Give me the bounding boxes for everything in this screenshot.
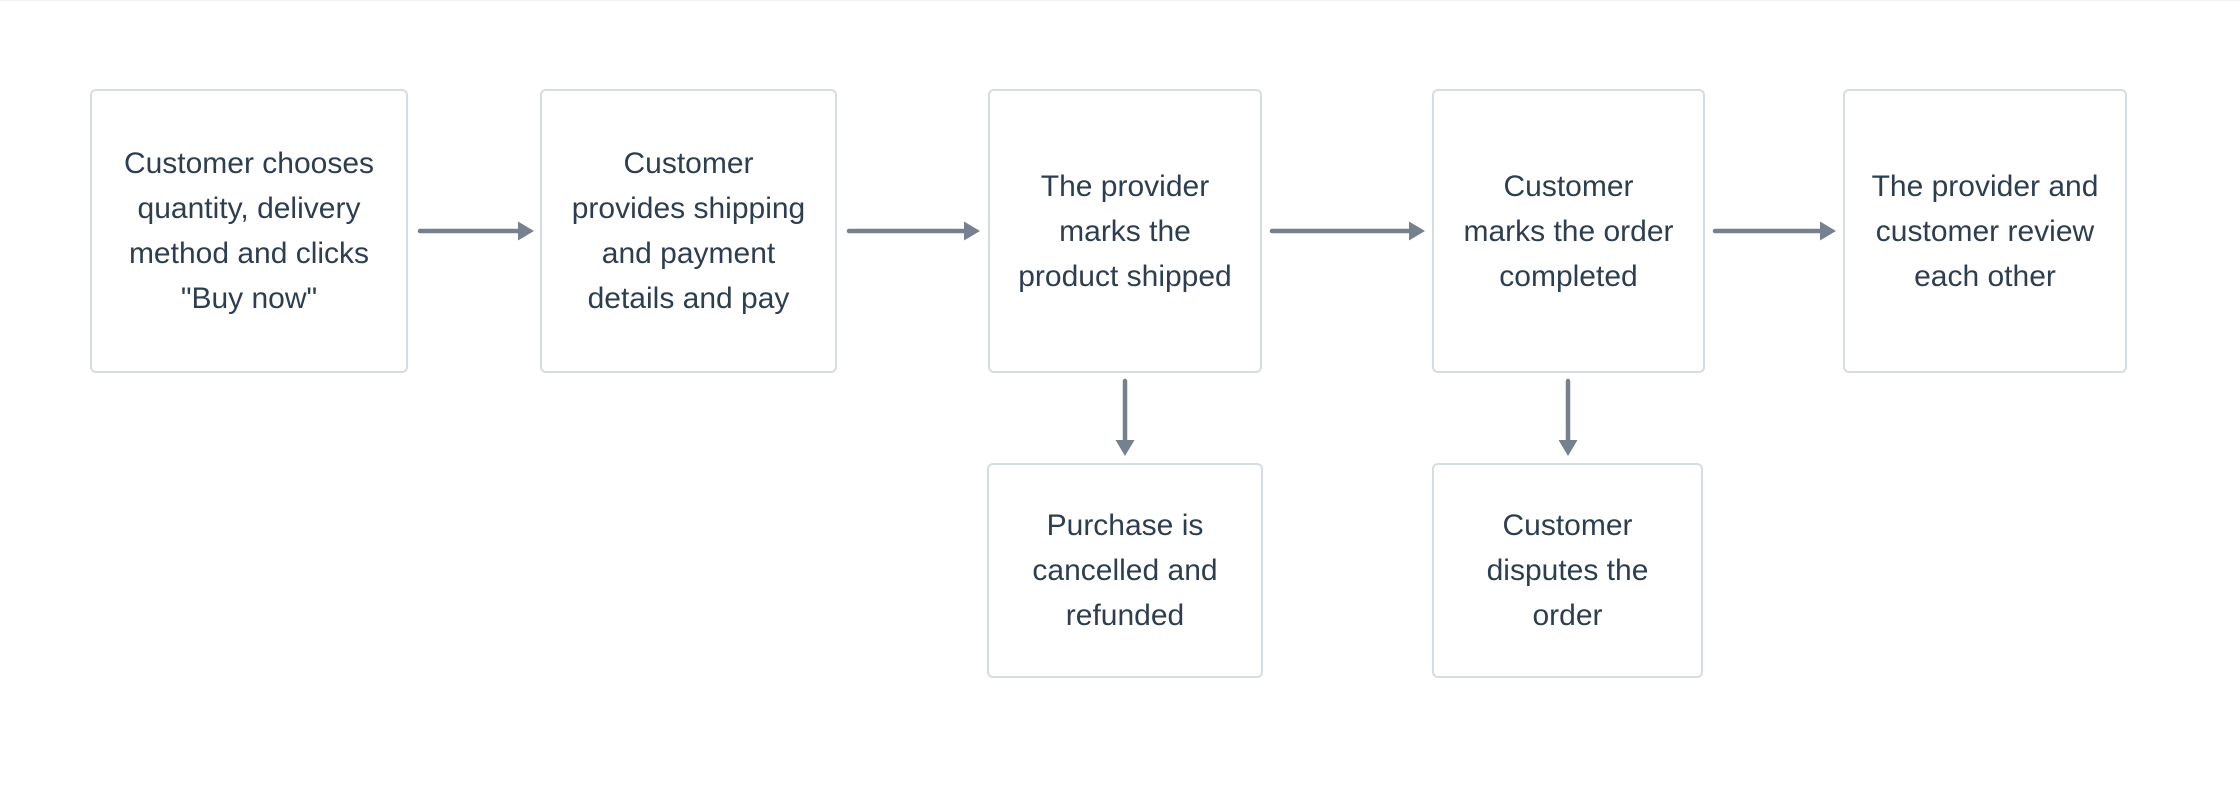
flow-node-customer-chooses: Customer chooses quantity, delivery meth… <box>90 89 408 373</box>
arrow-shipped-to-completed <box>1269 221 1425 241</box>
flow-node-label: Customer provides shipping and payment d… <box>571 147 806 315</box>
arrow-completed-to-review <box>1712 221 1836 241</box>
flow-node-label: The provider and customer review each ot… <box>1871 169 2099 293</box>
flow-node-product-shipped: The provider marks the product shipped <box>988 89 1262 373</box>
flow-node-label: Purchase is cancelled and refunded <box>1032 509 1218 632</box>
flow-node-label: Customer marks the order completed <box>1463 169 1674 293</box>
flow-node-label: Customer disputes the order <box>1486 509 1649 632</box>
flow-node-review-each-other: The provider and customer review each ot… <box>1843 89 2127 373</box>
arrow-pay-to-shipped <box>846 221 980 241</box>
flow-node-order-disputed: Customer disputes the order <box>1432 463 1703 678</box>
page-top-divider <box>0 0 2240 1</box>
arrow-shipped-to-cancelled <box>1115 378 1135 456</box>
flow-node-purchase-cancelled: Purchase is cancelled and refunded <box>987 463 1263 678</box>
arrow-choose-to-pay <box>417 221 534 241</box>
arrow-completed-to-disputed <box>1558 378 1578 456</box>
flow-node-label: Customer chooses quantity, delivery meth… <box>123 147 375 315</box>
flow-node-order-completed: Customer marks the order completed <box>1432 89 1705 373</box>
flow-node-customer-pays: Customer provides shipping and payment d… <box>540 89 837 373</box>
flow-node-label: The provider marks the product shipped <box>1018 169 1232 293</box>
